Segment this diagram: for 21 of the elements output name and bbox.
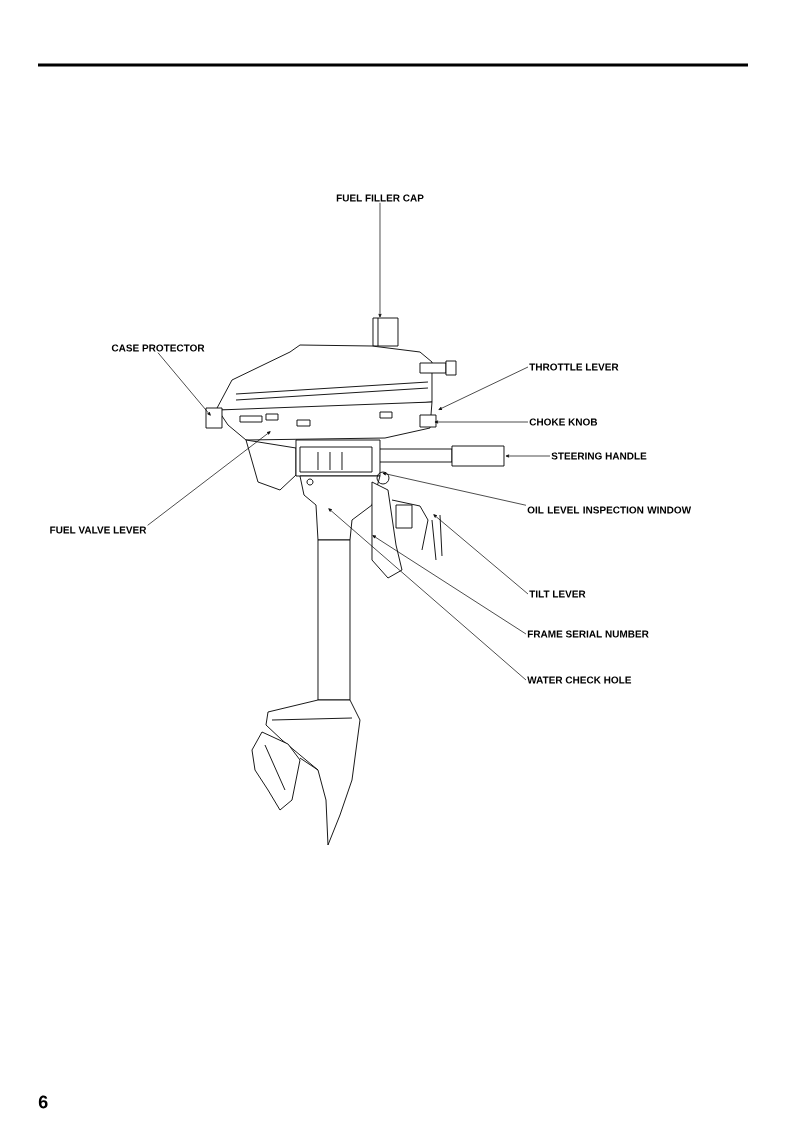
leader-line [382,472,527,506]
part-label: CASE PROTECTOR [111,344,205,352]
leader-line [147,431,271,526]
part-label: THROTTLE LEVER [529,363,619,371]
leader-line [372,535,527,635]
leader-line [505,454,551,458]
leader-line [378,202,382,318]
part-label: OIL LEVEL INSPECTION WINDOW [527,506,692,514]
part-label: WATER CHECK HOLE [527,676,632,684]
leader-line [328,508,527,681]
leader-line [433,514,529,595]
part-label: STEERING HANDLE [551,452,647,460]
part-label: CHOKE KNOB [529,418,598,426]
part-label: FRAME SERIAL NUMBER [527,630,649,638]
page-number: 6 [38,1095,48,1109]
leader-line [157,352,211,416]
leader-line [434,420,529,424]
part-label: FUEL FILLER CAP [336,194,424,202]
part-label: TILT LEVER [529,590,586,598]
part-label: FUEL VALVE LEVER [50,526,147,534]
leader-line [438,366,529,410]
